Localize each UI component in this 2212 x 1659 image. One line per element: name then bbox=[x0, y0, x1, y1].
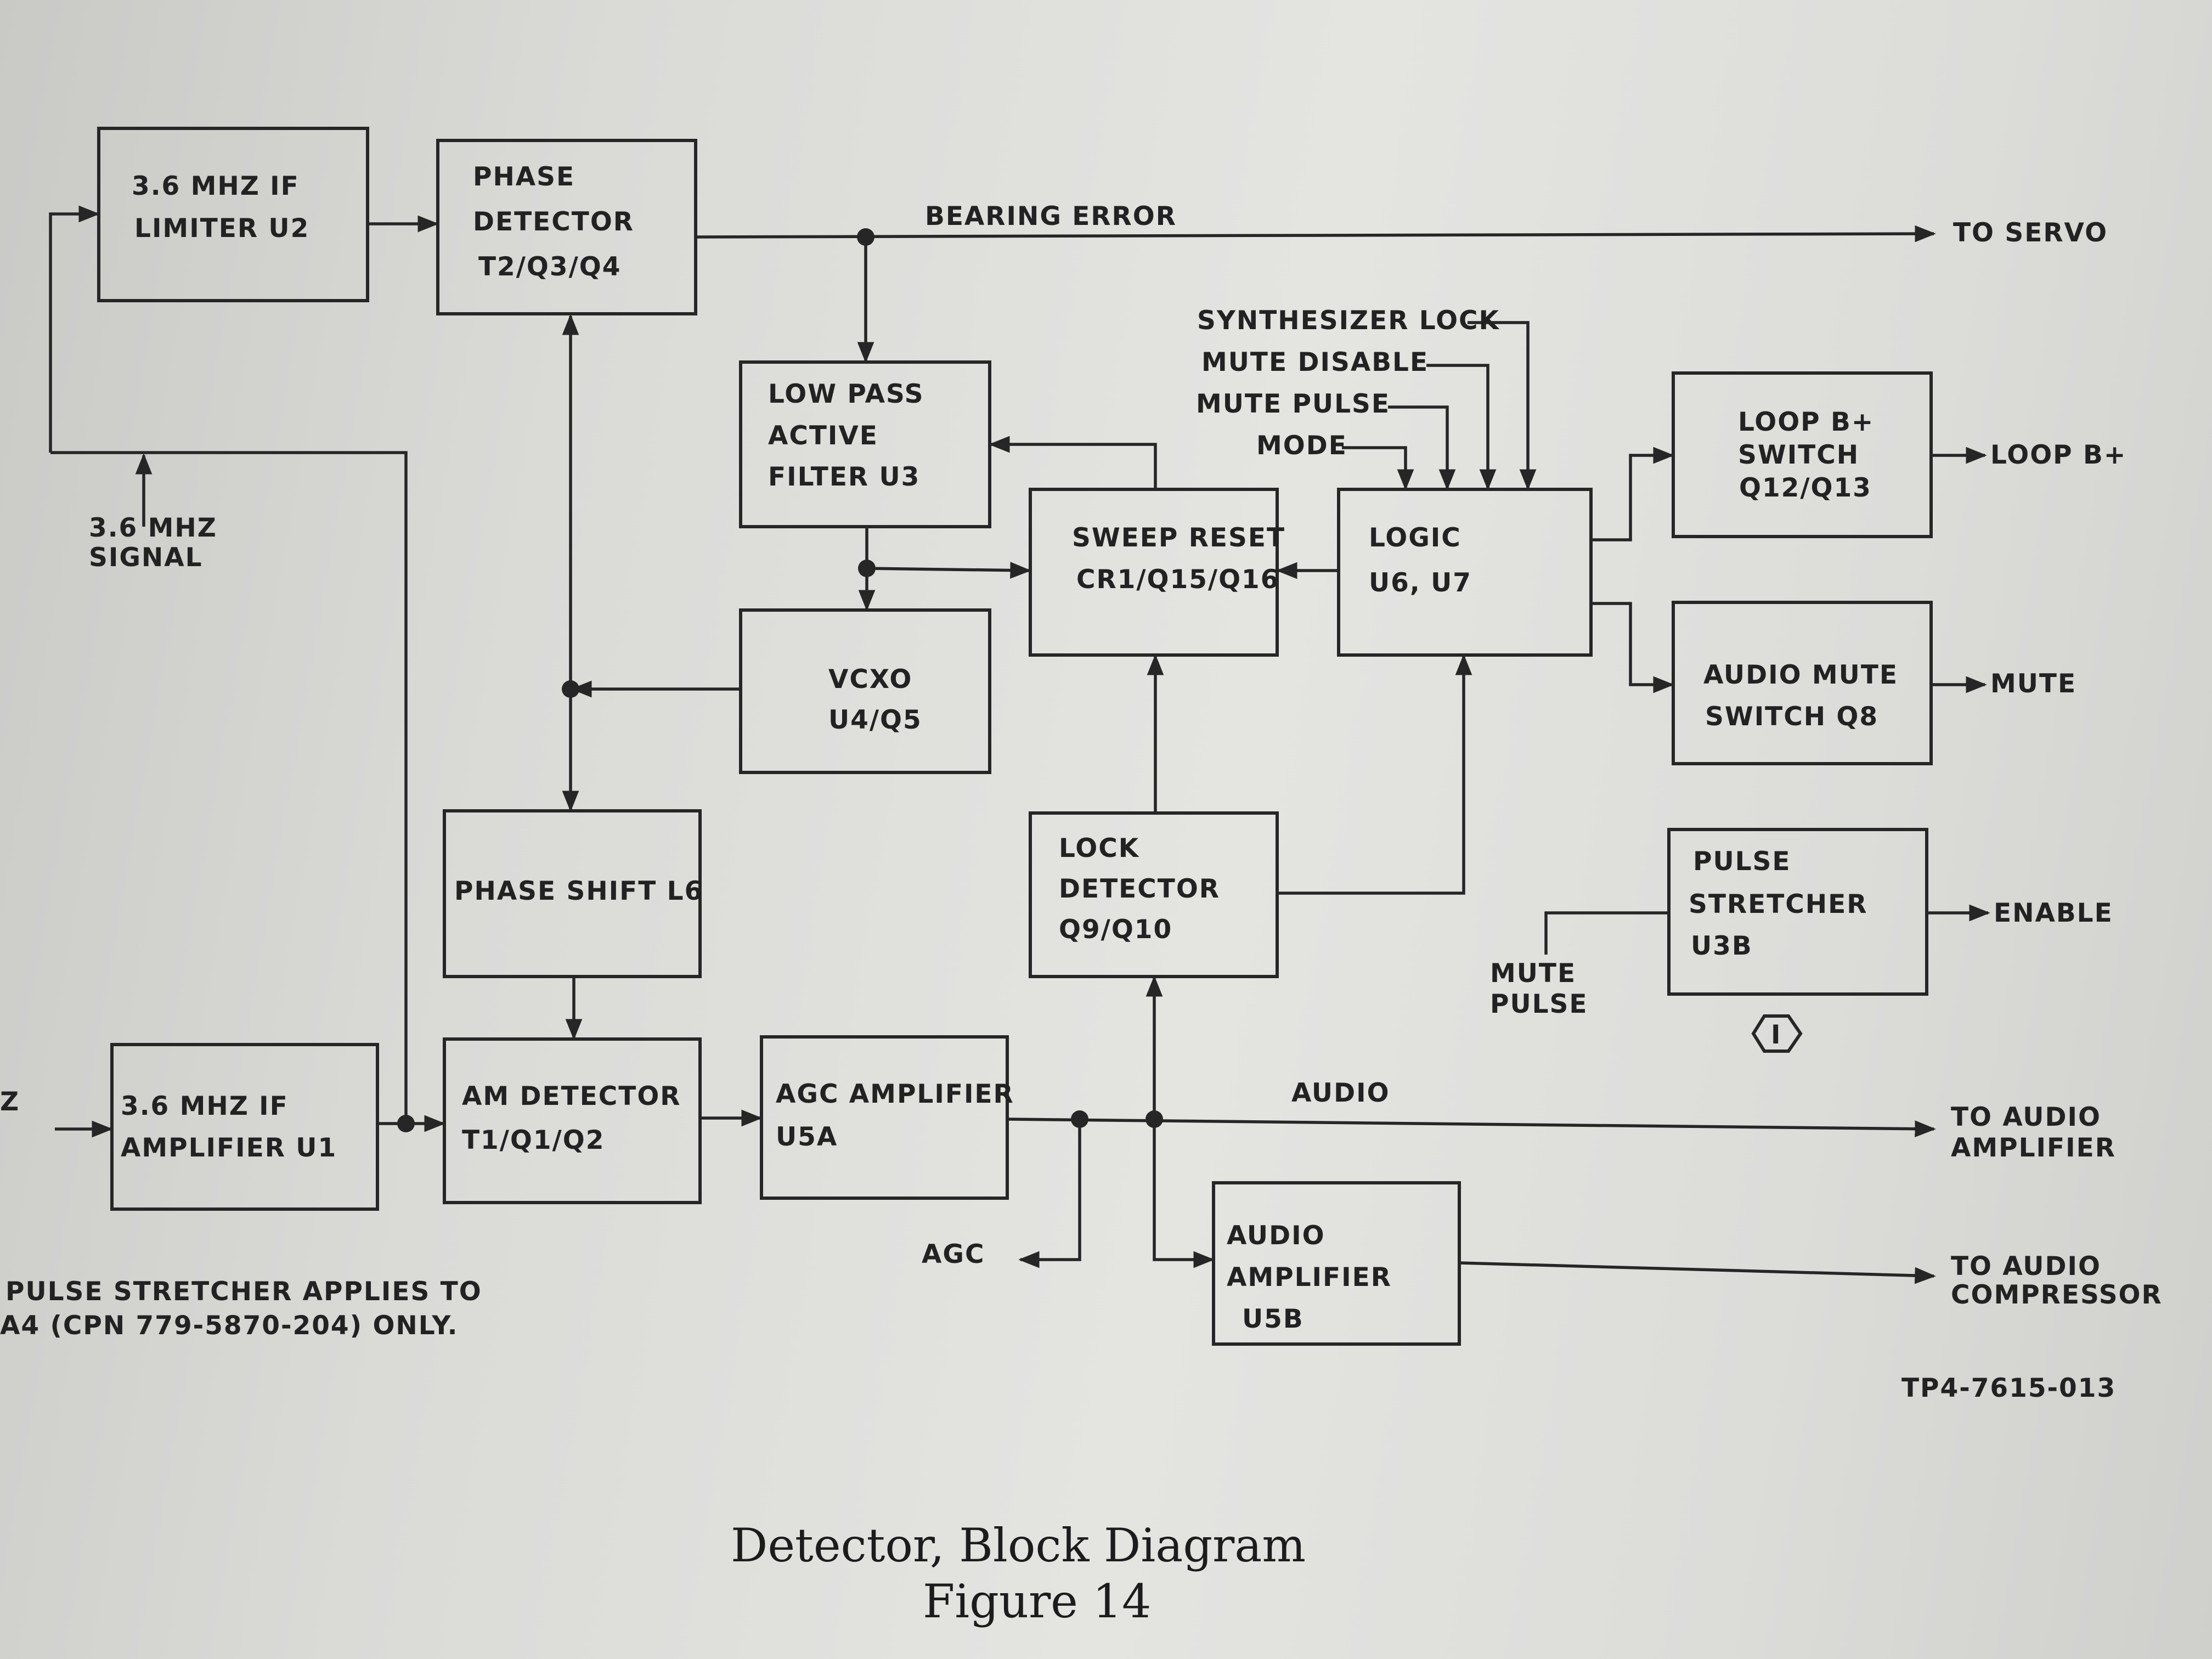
pulse-stretcher-label-2: STRETCHER bbox=[1689, 889, 1867, 919]
caption-figure: Figure 14 bbox=[923, 1575, 1151, 1628]
mute-disable-label: MUTE DISABLE bbox=[1201, 347, 1429, 377]
agc-amplifier-block: AGC AMPLIFIER U5A bbox=[760, 1035, 1014, 1200]
if-amplifier-block: 3.6 MHZ IF AMPLIFIER U1 bbox=[110, 1043, 379, 1211]
pulse-stretcher-label-3: U3B bbox=[1691, 931, 1753, 961]
audio-label: AUDIO bbox=[1291, 1078, 1390, 1108]
mute-out-label: MUTE bbox=[1990, 669, 2076, 699]
logic-label-2: U6, U7 bbox=[1369, 568, 1472, 598]
to-audio-amplifier-label-2: AMPLIFIER bbox=[1951, 1133, 2116, 1163]
limiter-label-1: 3.6 MHZ IF bbox=[132, 171, 300, 201]
mute-pulse-label: MUTE PULSE bbox=[1196, 389, 1390, 419]
sweep-reset-block: SWEEP RESET CR1/Q15/Q16 bbox=[1029, 488, 1285, 657]
low-pass-label-1: LOW PASS bbox=[768, 379, 924, 409]
figure-id: TP4-7615-013 bbox=[1901, 1373, 2116, 1403]
pulse-stretcher-label-1: PULSE bbox=[1693, 847, 1791, 877]
limiter-block: 3.6 MHZ IF LIMITER U2 bbox=[97, 127, 369, 302]
am-detector-label-1: AM DETECTOR bbox=[462, 1081, 681, 1111]
audio-amplifier-label-2: AMPLIFIER bbox=[1227, 1262, 1392, 1293]
lock-detector-label-1: LOCK bbox=[1059, 833, 1139, 864]
agc-amplifier-label-2: U5A bbox=[776, 1122, 838, 1152]
signal-in-label-2: SIGNAL bbox=[89, 543, 203, 573]
sweep-reset-label-2: CR1/Q15/Q16 bbox=[1076, 565, 1279, 595]
phase-shift-label: PHASE SHIFT L6 bbox=[454, 876, 703, 906]
loop-b-out-label: LOOP B+ bbox=[1990, 440, 2126, 470]
mute-pulse-in-label-1: MUTE bbox=[1490, 958, 1576, 989]
logic-label-1: LOGIC bbox=[1369, 523, 1462, 553]
audio-amplifier-label-1: AUDIO bbox=[1227, 1221, 1325, 1251]
to-servo-label: TO SERVO bbox=[1953, 218, 2108, 248]
enable-out-label: ENABLE bbox=[1994, 898, 2113, 928]
mode-label: MODE bbox=[1256, 431, 1347, 461]
note-line-2: A4 (CPN 779-5870-204) ONLY. bbox=[0, 1311, 458, 1341]
mute-pulse-in-label-2: PULSE bbox=[1490, 989, 1588, 1019]
synthesizer-lock-label: SYNTHESIZER LOCK bbox=[1197, 306, 1500, 336]
vcxo-label-1: VCXO bbox=[828, 664, 912, 695]
left-edge-label: Z bbox=[0, 1087, 20, 1117]
lock-detector-label-3: Q9/Q10 bbox=[1059, 915, 1172, 945]
audio-amplifier-block: AUDIO AMPLIFIER U5B bbox=[1212, 1181, 1461, 1346]
vcxo-block: VCXO U4/Q5 bbox=[739, 608, 991, 774]
vcxo-label-2: U4/Q5 bbox=[828, 705, 922, 735]
if-amplifier-label-1: 3.6 MHZ IF bbox=[121, 1091, 289, 1121]
agc-amplifier-label-1: AGC AMPLIFIER bbox=[776, 1079, 1014, 1109]
lock-detector-label-2: DETECTOR bbox=[1059, 874, 1220, 904]
loop-switch-label-2: SWITCH bbox=[1738, 440, 1859, 470]
if-amplifier-label-2: AMPLIFIER U1 bbox=[121, 1133, 337, 1163]
phase-shift-block: PHASE SHIFT L6 bbox=[443, 809, 703, 978]
caption-title: Detector, Block Diagram bbox=[731, 1519, 1306, 1572]
low-pass-label-2: ACTIVE bbox=[768, 421, 878, 451]
limiter-label-2: LIMITER U2 bbox=[134, 213, 309, 244]
phase-detector-label-1: PHASE bbox=[473, 162, 575, 192]
sweep-reset-label-1: SWEEP RESET bbox=[1072, 523, 1285, 553]
am-detector-label-2: T1/Q1/Q2 bbox=[462, 1125, 605, 1155]
loop-switch-block: LOOP B+ SWITCH Q12/Q13 bbox=[1672, 371, 1933, 538]
pulse-stretcher-block: PULSE STRETCHER U3B bbox=[1667, 828, 1928, 996]
connections bbox=[49, 205, 1990, 1284]
audio-mute-label-1: AUDIO MUTE bbox=[1703, 660, 1898, 690]
note-line-1: PULSE STRETCHER APPLIES TO bbox=[5, 1277, 482, 1307]
loop-switch-label-1: LOOP B+ bbox=[1738, 407, 1874, 437]
logic-block: LOGIC U6, U7 bbox=[1337, 488, 1593, 657]
lock-detector-block: LOCK DETECTOR Q9/Q10 bbox=[1029, 811, 1279, 978]
agc-out-label: AGC bbox=[922, 1239, 985, 1269]
phase-detector-label-3: T2/Q3/Q4 bbox=[478, 252, 621, 282]
bearing-error-label: BEARING ERROR bbox=[925, 201, 1177, 232]
audio-mute-switch-block: AUDIO MUTE SWITCH Q8 bbox=[1672, 601, 1933, 765]
audio-mute-label-2: SWITCH Q8 bbox=[1705, 702, 1878, 732]
am-detector-block: AM DETECTOR T1/Q1/Q2 bbox=[443, 1037, 702, 1204]
hexagon-marker: I bbox=[1751, 1014, 1803, 1053]
to-audio-compressor-label-1: TO AUDIO bbox=[1951, 1251, 2101, 1282]
phase-detector-block: PHASE DETECTOR T2/Q3/Q4 bbox=[436, 139, 697, 315]
signal-in-label-1: 3.6 MHZ bbox=[89, 513, 217, 543]
hexagon-marker-label: I bbox=[1771, 1020, 1782, 1050]
to-audio-compressor-label-2: COMPRESSOR bbox=[1951, 1280, 2163, 1310]
to-audio-amplifier-label-1: TO AUDIO bbox=[1951, 1102, 2101, 1132]
low-pass-filter-block: LOW PASS ACTIVE FILTER U3 bbox=[739, 360, 991, 528]
low-pass-label-3: FILTER U3 bbox=[768, 462, 920, 492]
loop-switch-label-3: Q12/Q13 bbox=[1739, 473, 1872, 503]
audio-amplifier-label-3: U5B bbox=[1242, 1304, 1304, 1334]
phase-detector-label-2: DETECTOR bbox=[473, 207, 634, 237]
